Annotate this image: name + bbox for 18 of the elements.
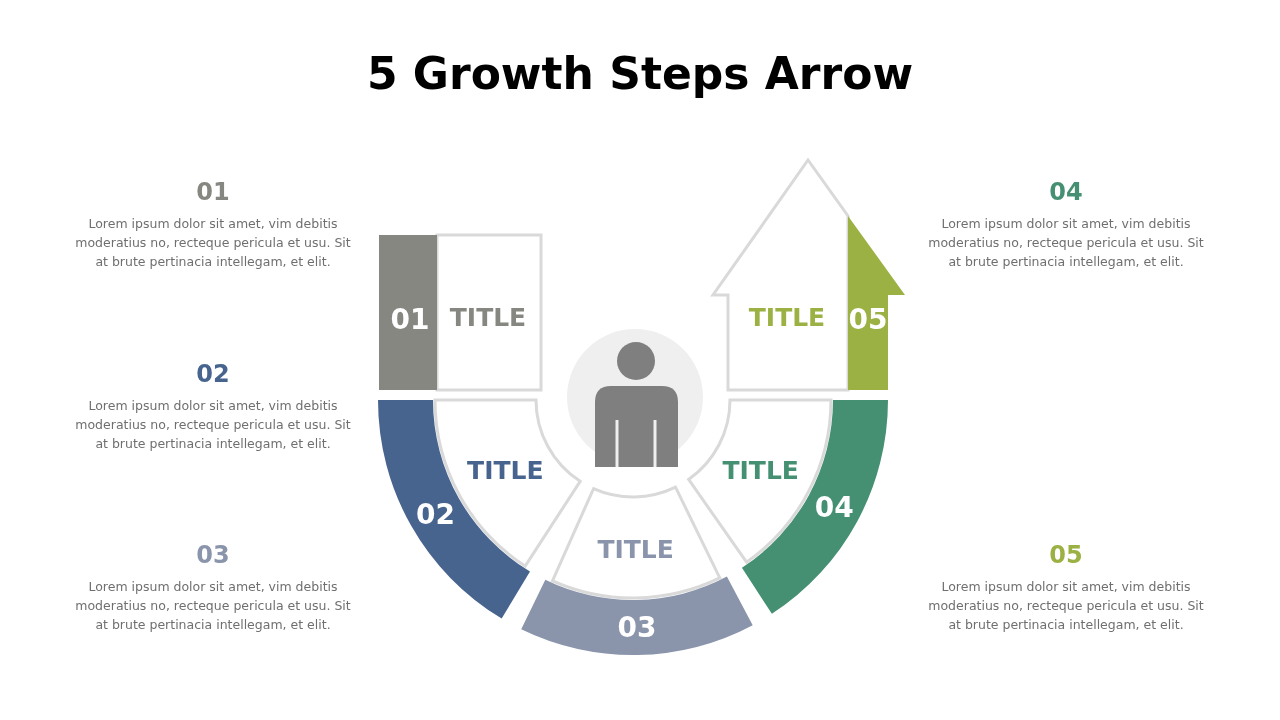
step-number: 04 — [1048, 178, 1084, 206]
step-number: 05 — [1048, 541, 1084, 569]
step-number: 03 — [195, 541, 231, 569]
title-panel: TITLE — [550, 485, 722, 600]
arrow-band: 05 — [848, 216, 905, 390]
description-text: Lorem ipsum dolor sit amet, vim debitis moderatius no, recteque pericula et usu. Sit at brute pertinacia intellegam, et elit. — [74, 578, 352, 634]
description-text: Lorem ipsum dolor sit amet, vim debitis moderatius no, recteque pericula et usu. Sit at brute pertinacia intellegam, et elit. — [74, 215, 352, 271]
step-band: 01 — [379, 235, 437, 390]
description-text: Lorem ipsum dolor sit amet, vim debitis moderatius no, recteque pericula et usu. Sit at brute pertinacia intellegam, et elit. — [74, 397, 352, 453]
description-text: Lorem ipsum dolor sit amet, vim debitis moderatius no, recteque pericula et usu. Sit at brute pertinacia intellegam, et elit. — [927, 578, 1205, 634]
page-title: 5 Growth Steps Arrow — [365, 48, 915, 99]
title-panel: TITLE — [435, 233, 543, 392]
step-number: 01 — [195, 178, 231, 206]
description-text: Lorem ipsum dolor sit amet, vim debitis moderatius no, recteque pericula et usu. Sit at brute pertinacia intellegam, et elit. — [927, 215, 1205, 271]
arrow-panel: TITLE — [710, 157, 850, 392]
person-icon — [567, 329, 703, 467]
step-band: 03 — [521, 576, 753, 655]
step-number: 02 — [195, 360, 231, 388]
